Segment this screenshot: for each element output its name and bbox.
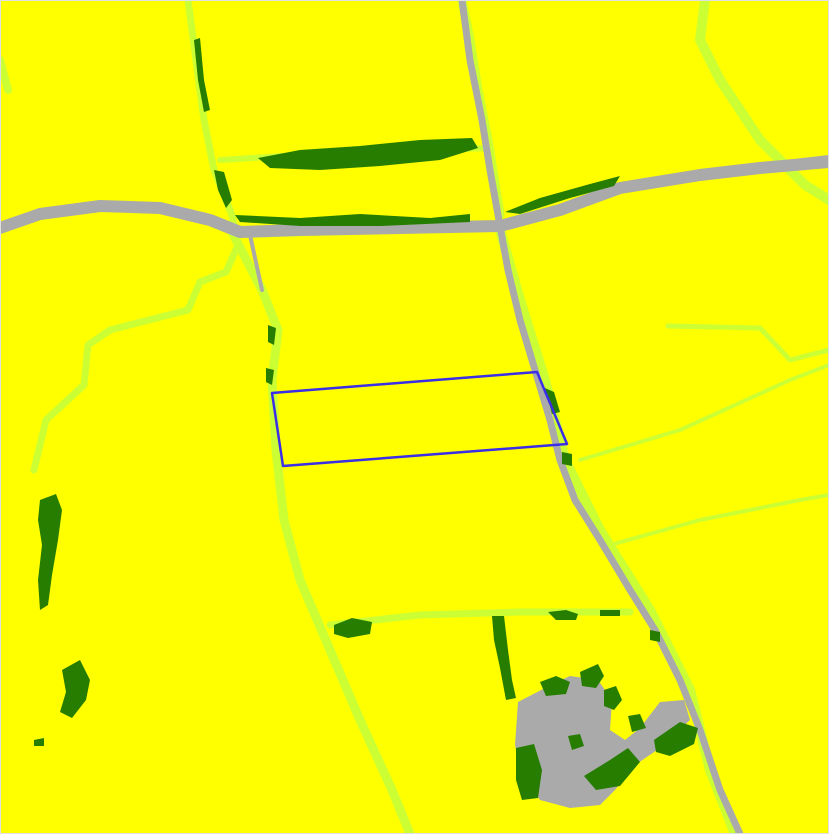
grass-strip-ne-diagonal: [695, 0, 829, 205]
woodland-road-belt-east: [505, 176, 620, 214]
woodland-creek-north: [194, 38, 210, 112]
woodland-patches: [34, 38, 698, 800]
woodland-south-dots: [548, 610, 578, 620]
settlement-area: [515, 676, 690, 808]
woodland-settlement-east: [604, 686, 622, 710]
woodland-settlement-north: [540, 676, 570, 696]
grass-strip-central-ditch: [227, 227, 415, 834]
woodland-ditch-upper: [268, 325, 276, 345]
woodland-dot-west: [34, 738, 44, 746]
woodland-settlement-east-small: [628, 714, 646, 732]
woodland-settlement-se: [584, 748, 640, 790]
woodland-road-south-dot: [650, 630, 660, 642]
woodland-settlement-far-east: [654, 722, 698, 756]
road-east-west: [0, 156, 829, 238]
woodland-road-east: [545, 388, 560, 414]
woodland-settlement-west: [516, 744, 542, 800]
grass-strip-east-field: [665, 323, 829, 363]
track-south-west: [248, 233, 264, 292]
road-east-spur: [755, 155, 829, 173]
woodland-ditch-lower: [266, 368, 274, 385]
woodland-west-strip: [38, 494, 62, 610]
woodland-settlement-ne: [580, 664, 604, 688]
woodland-south-strip-1: [492, 616, 516, 700]
grass-strip-left-creek: [30, 0, 242, 474]
woodland-south-dots-2: [600, 610, 620, 616]
road-north-south: [458, 0, 744, 834]
grass-strip-west-edge: [0, 56, 12, 94]
grass-strip-se-field: [608, 493, 829, 547]
woodland-settlement-inner: [568, 734, 584, 750]
parcel-outline[interactable]: [270, 370, 569, 468]
grass-strip-south-field: [326, 608, 634, 629]
woodland-small-east: [562, 452, 572, 466]
woodland-west-south: [60, 660, 90, 718]
woodland-creek-mid: [214, 170, 232, 208]
woodland-field-south: [334, 618, 372, 638]
woodland-north-strip: [258, 138, 478, 170]
woodland-road-belt-west: [235, 214, 470, 226]
grass-strip-east-diagonal: [578, 363, 829, 462]
